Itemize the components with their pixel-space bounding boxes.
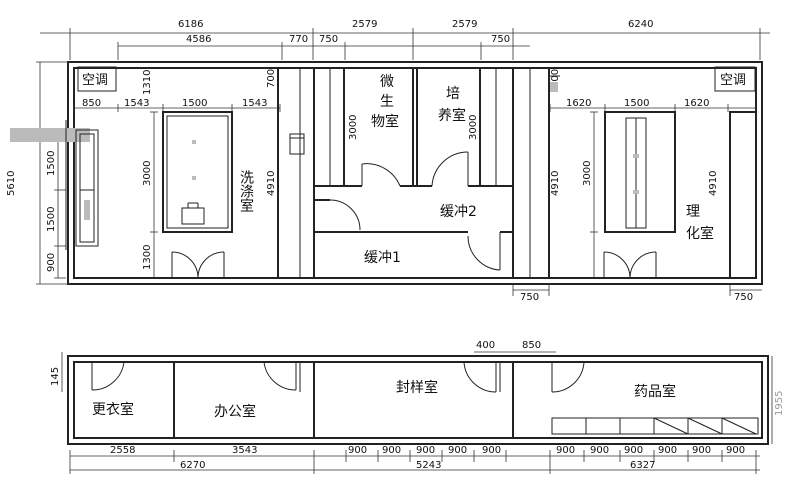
mid-dims: 750 750 [512, 284, 762, 303]
dim-4910-a: 4910 [266, 171, 277, 196]
fume-hood [10, 120, 99, 250]
culture-room-label-a: 培 [446, 86, 460, 102]
dim-750-b: 750 [491, 34, 510, 45]
ac-label-right: 空调 [720, 73, 746, 88]
dim-1543-b: 1543 [242, 98, 267, 109]
dim-3000-d: 3000 [582, 161, 593, 186]
dim-5610: 5610 [6, 171, 17, 196]
bottom-plan-walls [67, 355, 769, 445]
buffer-2-label: 缓冲2 [440, 204, 477, 220]
bottom-side-dims: 145 400 850 1955 [50, 340, 785, 444]
washing-vertical-dims: 3000 1300 [142, 111, 158, 278]
left-vertical-dims: 5610 1500 1500 900 1310 [6, 61, 153, 285]
dim-6270: 6270 [180, 460, 205, 471]
dim-145: 145 [50, 367, 61, 386]
dim-900-1: 900 [348, 445, 367, 456]
dim-1500-a: 1500 [182, 98, 207, 109]
dim-3000-c: 3000 [468, 115, 479, 140]
dim-900-6: 900 [556, 445, 575, 456]
right-partition-dims: 700 4910 [548, 69, 561, 196]
culture-room: 培 养室 3000 [431, 86, 479, 187]
washing-room: 洗涤室 [238, 170, 254, 212]
dim-6240: 6240 [628, 19, 653, 30]
micro-room-label-b: 生 [380, 94, 394, 110]
dim-1500-v2: 1500 [46, 207, 57, 232]
dim-5243: 5243 [416, 460, 441, 471]
dim-900-7: 900 [590, 445, 609, 456]
dim-900-3: 900 [416, 445, 435, 456]
dim-2579-a: 2579 [352, 19, 377, 30]
washing-door [171, 251, 225, 279]
buffer-doors [329, 199, 501, 271]
changing-room-label: 更衣室 [92, 401, 134, 418]
dim-1543-a: 1543 [124, 98, 149, 109]
dim-900-4: 900 [448, 445, 467, 456]
dim-1310: 1310 [142, 70, 153, 95]
dim-4586: 4586 [186, 34, 211, 45]
dim-1620-a: 1620 [566, 98, 591, 109]
dim-3543: 3543 [232, 445, 257, 456]
office-label: 办公室 [214, 403, 256, 420]
dim-900-8: 900 [624, 445, 643, 456]
dim-3000-b: 3000 [348, 115, 359, 140]
top-dimension-chain: 6186 2579 2579 6240 4586 770 750 750 [40, 19, 770, 60]
micro-room-label-c: 物室 [371, 113, 399, 130]
dim-1300: 1300 [142, 245, 153, 270]
bottom-doors [91, 361, 585, 393]
dim-1955: 1955 [774, 391, 785, 416]
ac-unit-right: 空调 [714, 66, 756, 92]
dim-900-10: 900 [692, 445, 711, 456]
dim-750-d: 750 [734, 292, 753, 303]
dim-900-11: 900 [726, 445, 745, 456]
dim-900-5: 900 [482, 445, 501, 456]
dim-700-a: 700 [266, 69, 277, 88]
physchem-label-b: 化室 [686, 225, 714, 242]
ac-unit-left: 空调 [77, 66, 117, 92]
dim-1500-b: 1500 [624, 98, 649, 109]
dim-750-a: 750 [319, 34, 338, 45]
washing-room-label: 洗涤室 [238, 170, 254, 212]
drug-room-label: 药品室 [634, 383, 676, 400]
dim-850: 850 [82, 98, 101, 109]
dim-6327: 6327 [630, 460, 655, 471]
partition-walls [277, 67, 550, 279]
dim-850-b: 850 [522, 340, 541, 351]
dim-900-2: 900 [382, 445, 401, 456]
dim-4910-b: 4910 [550, 171, 561, 196]
culture-room-label-b: 养室 [438, 107, 466, 124]
micro-room: 微 生 物室 3000 700 4910 [266, 69, 401, 196]
dim-4910-c: 4910 [708, 171, 719, 196]
washing-bench [162, 111, 233, 233]
dim-1620-b: 1620 [684, 98, 709, 109]
physchem-label-a: 理 [686, 204, 700, 220]
physchem-room: 3000 4910 理 化室 [582, 111, 757, 279]
dim-2579-b: 2579 [452, 19, 477, 30]
dim-2558: 2558 [110, 445, 135, 456]
right-room-dims: 1620 1500 1620 [549, 98, 756, 112]
sample-room-label: 封样室 [396, 379, 438, 396]
left-room-dims: 850 1543 1500 1543 [73, 98, 281, 112]
micro-room-label-a: 微 [380, 74, 394, 90]
buffer-1-label: 缓冲1 [364, 250, 401, 266]
bottom-dimension-chain: 2558 3543 900 900 900 900 900 900 900 90… [69, 445, 760, 474]
dim-700-b: 700 [550, 69, 561, 88]
dim-400: 400 [476, 340, 495, 351]
dim-750-c: 750 [520, 292, 539, 303]
top-plan-walls [67, 61, 763, 285]
dim-770: 770 [289, 34, 308, 45]
dim-900-v: 900 [46, 253, 57, 272]
dim-1500-v1: 1500 [46, 151, 57, 176]
dim-3000-a: 3000 [142, 161, 153, 186]
dim-6186: 6186 [178, 19, 203, 30]
drug-cabinets [551, 417, 759, 435]
dim-900-9: 900 [658, 445, 677, 456]
ac-label-left: 空调 [82, 73, 108, 88]
